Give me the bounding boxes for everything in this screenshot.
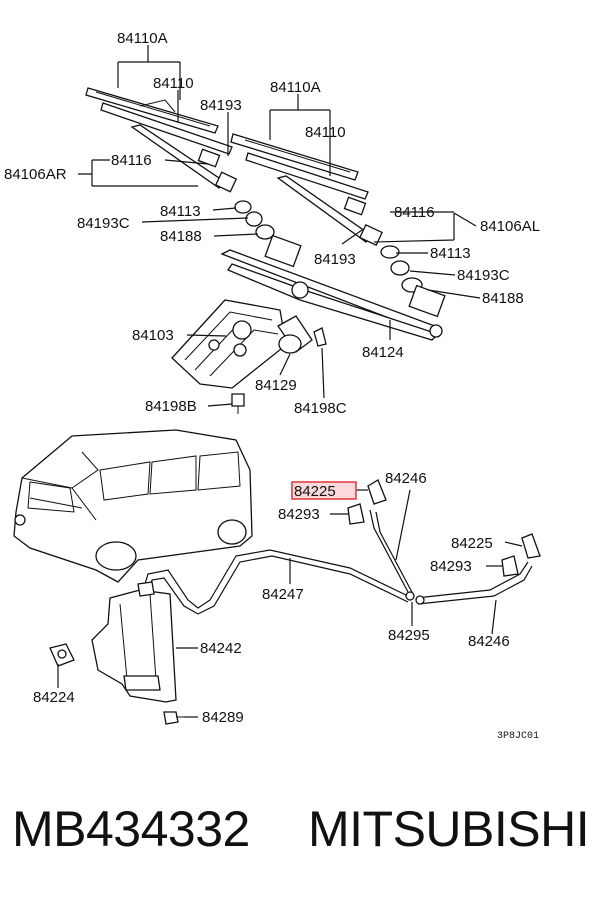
motor-bracket	[171, 299, 287, 389]
callout-84113-left: 84113	[160, 203, 201, 220]
callout-84242: 84242	[200, 640, 242, 657]
callout-84110-top: 84110	[153, 75, 194, 92]
callout-84246-bottom: 84246	[468, 633, 510, 650]
callout-84193-mid: 84193	[314, 251, 356, 268]
callout-84103: 84103	[132, 327, 174, 344]
wiper-linkage	[220, 234, 446, 341]
callout-84188-right: 84188	[482, 290, 524, 307]
left-wiper-arm	[130, 124, 238, 193]
washer-pump	[49, 643, 75, 667]
callout-84295: 84295	[388, 627, 430, 644]
footer: MB434332 MITSUBISHI	[0, 800, 600, 880]
right-wiper-blade	[230, 133, 369, 200]
brand-name: MITSUBISHI	[308, 801, 590, 857]
leader-lines	[57, 45, 523, 718]
right-wiper-arm	[276, 175, 383, 247]
callout-84293-right: 84293	[430, 558, 472, 575]
callout-84225-right: 84225	[451, 535, 493, 552]
washer-nozzles	[347, 479, 541, 577]
callout-84246-top: 84246	[385, 470, 427, 487]
callout-84247: 84247	[262, 586, 304, 603]
callout-84198C: 84198C	[294, 400, 347, 417]
callout-84193C-right: 84193C	[457, 267, 510, 284]
parts-diagram: 84110A 84110 84193 84106AR 84116 84113 8…	[4, 30, 541, 742]
callout-84188-left: 84188	[160, 228, 202, 245]
callout-84224: 84224	[33, 689, 75, 706]
callout-84124: 84124	[362, 344, 404, 361]
callout-84110A-right: 84110A	[270, 79, 321, 96]
callout-84129: 84129	[255, 377, 297, 394]
highlight-box	[291, 481, 357, 500]
callout-84198B: 84198B	[145, 398, 197, 415]
left-pivot-parts	[234, 200, 275, 240]
callout-84293-left: 84293	[278, 506, 320, 523]
bolts	[231, 393, 245, 414]
left-wiper-blade	[85, 87, 233, 155]
callout-84106AR: 84106AR	[4, 166, 67, 183]
callout-84110-right: 84110	[305, 124, 346, 141]
callout-labels: 84110A 84110 84193 84106AR 84116 84113 8…	[4, 30, 540, 742]
callout-84116-left: 84116	[111, 152, 152, 169]
tank-bolt	[163, 711, 198, 725]
callout-84106AL: 84106AL	[480, 218, 540, 235]
wiper-motor	[277, 315, 327, 354]
washer-hoses	[139, 509, 533, 615]
callout-84193-top: 84193	[200, 97, 242, 114]
callout-84116-right: 84116	[394, 204, 435, 221]
part-number: MB434332	[12, 801, 250, 857]
callout-84289: 84289	[202, 709, 244, 726]
right-pivot-parts	[380, 245, 423, 293]
diagram-code: 3P8JC01	[497, 731, 539, 742]
callout-84110A-top: 84110A	[117, 30, 168, 47]
washer-tank	[91, 581, 177, 703]
callout-84225-highlighted: 84225	[294, 483, 336, 500]
callout-84113-right: 84113	[430, 245, 471, 262]
callout-84193C-left: 84193C	[77, 215, 130, 232]
van-illustration	[13, 429, 253, 583]
